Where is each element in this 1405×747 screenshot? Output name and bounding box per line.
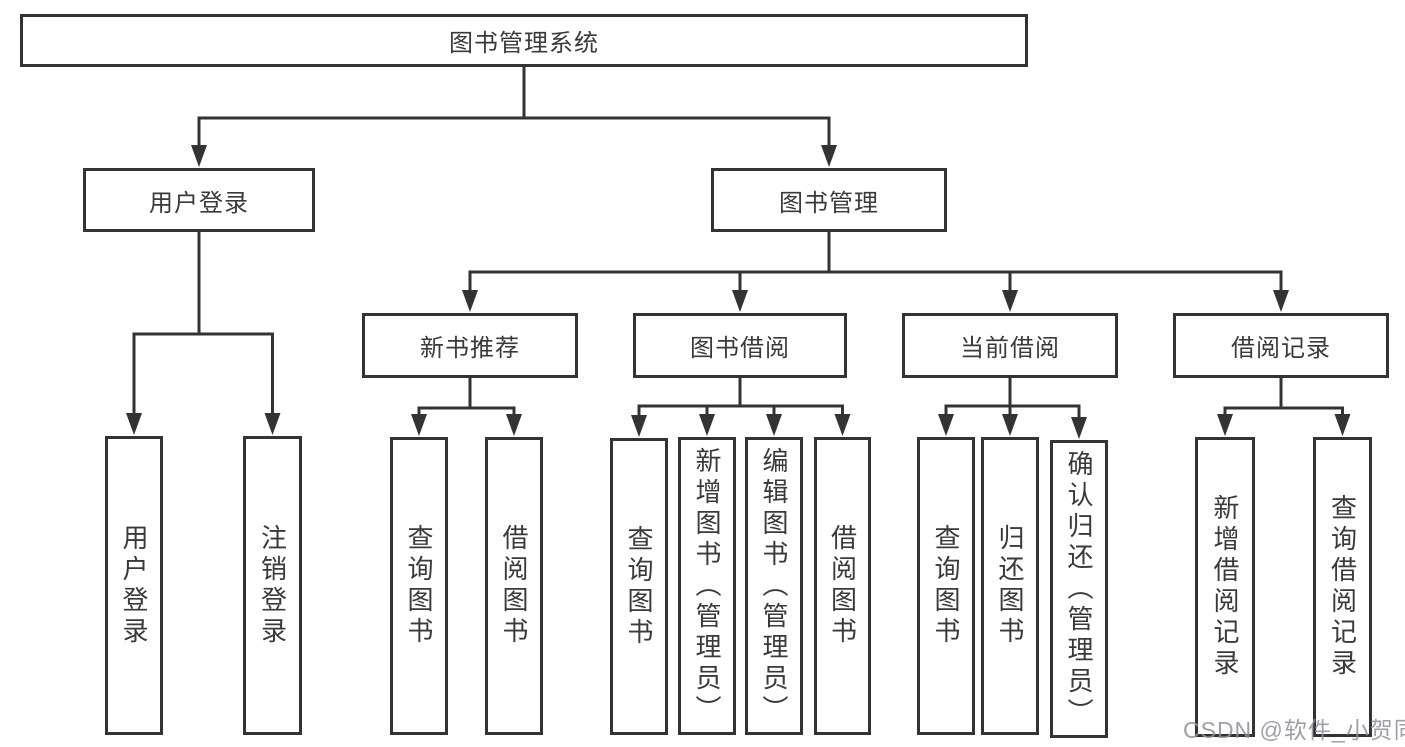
node-label-rec-add: 新增借阅记录: [1210, 494, 1240, 680]
node-label-root: 图书管理系统: [449, 30, 599, 57]
node-label-login: 用户登录: [149, 189, 249, 217]
node-rec-query: 查询借阅记录: [1313, 437, 1372, 737]
node-label-bw-add: 新增图书（管理员）: [692, 446, 722, 726]
node-label-bw-edit: 编辑图书（管理员）: [759, 446, 789, 726]
node-borrow: 图书借阅: [633, 313, 847, 378]
node-label-bookmgmt: 图书管理: [779, 189, 879, 217]
node-label-cur-query: 查询图书: [931, 524, 961, 648]
node-bw-add: 新增图书（管理员）: [678, 437, 736, 735]
node-label-newbook: 新书推荐: [420, 335, 520, 362]
node-label-cur-confirm: 确认归还（管理员）: [1064, 449, 1094, 729]
node-logout: 注销登录: [243, 436, 302, 735]
node-rec-add: 新增借阅记录: [1195, 437, 1255, 737]
node-cur-return: 归还图书: [981, 437, 1039, 735]
node-nb-borrow: 借阅图书: [485, 437, 543, 735]
node-label-logout: 注销登录: [257, 523, 288, 648]
node-label-bw-borrow: 借阅图书: [827, 524, 858, 648]
node-label-current: 当前借阅: [960, 335, 1060, 362]
node-bw-borrow: 借阅图书: [814, 437, 871, 735]
node-root: 图书管理系统: [20, 14, 1028, 67]
node-newbook: 新书推荐: [362, 313, 578, 378]
node-label-borrow: 图书借阅: [690, 335, 790, 362]
node-bw-query: 查询图书: [610, 438, 668, 735]
node-cur-confirm: 确认归还（管理员）: [1050, 440, 1108, 738]
node-login: 用户登录: [83, 168, 315, 232]
node-label-records: 借阅记录: [1231, 335, 1331, 362]
node-bookmgmt: 图书管理: [711, 168, 947, 232]
node-cur-query: 查询图书: [917, 437, 975, 735]
node-nb-query: 查询图书: [390, 437, 448, 735]
node-label-user-login: 用户登录: [119, 523, 149, 648]
node-label-nb-query: 查询图书: [404, 524, 434, 648]
node-records: 借阅记录: [1173, 313, 1389, 378]
node-current: 当前借阅: [902, 313, 1118, 378]
node-bw-edit: 编辑图书（管理员）: [745, 437, 803, 735]
node-label-cur-return: 归还图书: [995, 524, 1025, 648]
node-user-login: 用户登录: [105, 436, 163, 735]
csdn-watermark: CSDN @软件_小贺同学: [1183, 717, 1405, 743]
node-label-bw-query: 查询图书: [624, 524, 654, 649]
node-label-rec-query: 查询借阅记录: [1327, 494, 1358, 680]
node-label-nb-borrow: 借阅图书: [499, 524, 529, 648]
